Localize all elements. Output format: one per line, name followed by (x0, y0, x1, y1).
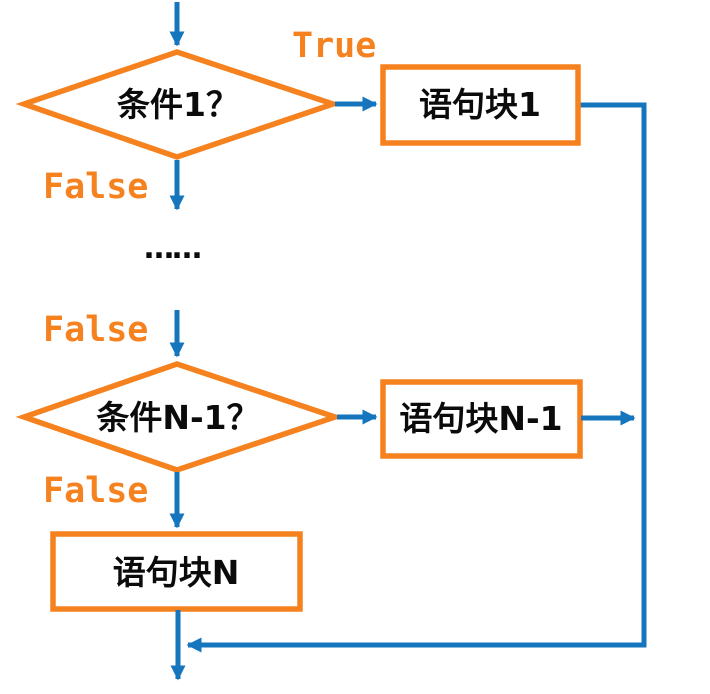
block-1-label: 语句块1 (419, 85, 541, 124)
block-n1-label: 语句块N-1 (399, 399, 562, 438)
block-n-rect (50, 531, 303, 612)
block-n1-rect (380, 379, 583, 459)
ellipsis-label: …… (144, 231, 200, 266)
decision-n1-diamond (15, 361, 344, 473)
block-n-label: 语句块N (113, 553, 240, 592)
decision-1-diamond (15, 49, 342, 160)
decision-1-label: 条件1？ (117, 85, 239, 124)
decision-n1-label: 条件N-1？ (96, 398, 259, 437)
false-branch-label-2: False (43, 310, 148, 350)
false-branch-label-1: False (43, 167, 148, 207)
bypass-merge-line (186, 102, 647, 653)
block-1-rect (380, 64, 581, 146)
true-branch-label: True (292, 26, 376, 66)
false-branch-label-3: False (43, 471, 148, 511)
